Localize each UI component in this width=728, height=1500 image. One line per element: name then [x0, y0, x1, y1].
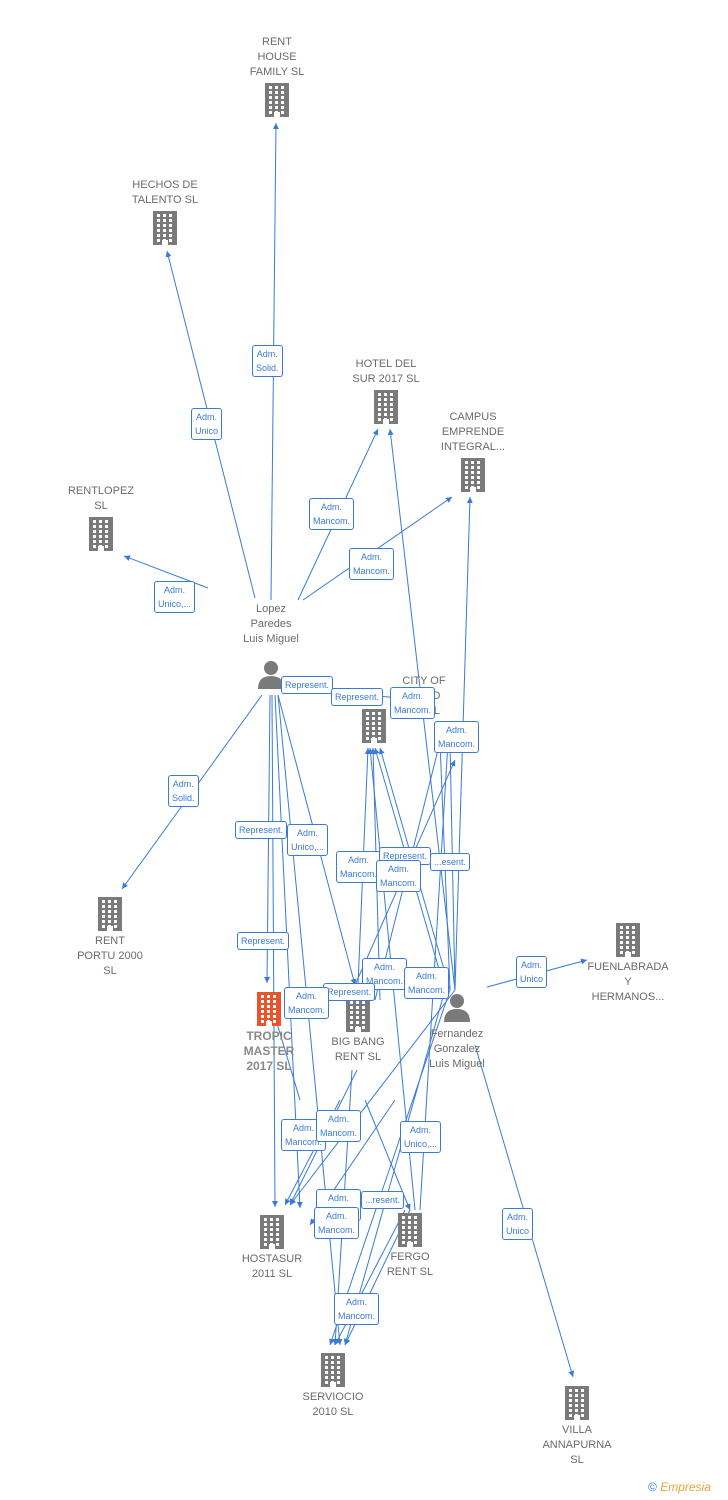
building-icon[interactable] [359, 709, 389, 748]
edge-role-label[interactable]: Represent. [235, 821, 288, 839]
person-icon[interactable] [257, 659, 285, 694]
brand-name: Empresia [660, 1480, 711, 1494]
edge-role-label[interactable]: ...esent. [430, 853, 471, 871]
edge-role-label[interactable]: Adm. Unico [191, 408, 223, 440]
edge-role-label[interactable]: ...resent. [361, 1191, 405, 1209]
company-label[interactable]: HOTEL DEL SUR 2017 SL [352, 358, 420, 385]
building-icon[interactable] [86, 517, 116, 556]
edge-role-label[interactable]: Adm. Solid. [252, 345, 283, 377]
building-icon[interactable] [458, 458, 488, 497]
company-label[interactable]: RENT HOUSE FAMILY SL [249, 36, 305, 78]
building-icon[interactable] [371, 390, 401, 429]
building-icon[interactable] [254, 992, 284, 1031]
company-label[interactable]: CAMPUS EMPRENDE INTEGRAL... [440, 411, 506, 453]
person-icon[interactable] [443, 992, 471, 1027]
relationship-edge [277, 694, 343, 1346]
edge-role-label[interactable]: Represent. [281, 676, 334, 694]
edge-role-label[interactable]: Adm. Mancom. [349, 548, 395, 580]
edge-role-label[interactable]: Adm. Unico,... [287, 824, 329, 856]
edge-role-label[interactable]: Adm. Mancom. [309, 498, 355, 530]
edge-role-label[interactable]: Adm. Mancom. [336, 851, 382, 883]
edge-role-label[interactable]: Adm. Mancom. [434, 721, 480, 753]
edge-role-label[interactable]: Adm. Unico [516, 956, 548, 988]
company-label[interactable]: HECHOS DE TALENTO SL [131, 179, 199, 206]
building-icon[interactable] [95, 897, 125, 936]
building-icon[interactable] [262, 83, 292, 122]
copyright-symbol: © [648, 1480, 657, 1494]
company-label[interactable]: RENTLOPEZ SL [67, 485, 134, 512]
edge-role-label[interactable]: Adm. Solid. [168, 775, 199, 807]
building-icon[interactable] [257, 1215, 287, 1254]
relationship-edge [271, 694, 278, 1208]
company-label[interactable]: VILLA ANNAPURNA SL [542, 1424, 612, 1466]
edge-role-label[interactable]: Represent. [331, 688, 384, 706]
company-label[interactable]: BIG BANG RENT SL [331, 1036, 385, 1063]
relationship-edge [289, 989, 456, 1206]
edge-role-label[interactable]: Represent. [323, 983, 376, 1001]
building-icon[interactable] [150, 211, 180, 250]
edge-role-label[interactable]: Adm. Mancom. [284, 987, 330, 1019]
company-label[interactable]: HOSTASUR 2011 SL [241, 1253, 303, 1280]
building-icon[interactable] [613, 923, 643, 962]
copyright-notice: © Empresia [648, 1480, 711, 1494]
edge-role-label[interactable]: Represent. [237, 932, 290, 950]
edge-role-label[interactable]: Adm. Mancom. [390, 687, 436, 719]
company-label[interactable]: TROPIC MASTER 2017 SL [243, 1029, 295, 1073]
person-label[interactable]: Lopez Paredes Luis Miguel [243, 603, 299, 645]
edge-role-label[interactable]: Adm. Mancom. [404, 967, 450, 999]
building-icon[interactable] [562, 1386, 592, 1425]
edge-role-label[interactable]: Adm. Mancom. [376, 860, 422, 892]
building-icon[interactable] [395, 1213, 425, 1252]
edge-role-label[interactable]: Adm. Mancom. [334, 1293, 380, 1325]
edge-role-label[interactable]: Adm. Unico [502, 1208, 534, 1240]
building-icon[interactable] [343, 998, 373, 1037]
company-label[interactable]: RENT PORTU 2000 SL [77, 935, 143, 977]
edge-role-label[interactable]: Adm. Mancom. [314, 1207, 360, 1239]
relationship-edge [343, 989, 446, 1346]
company-label[interactable]: FERGO RENT SL [386, 1251, 434, 1278]
edge-role-label[interactable]: Adm. Mancom. [316, 1110, 362, 1142]
company-label[interactable]: FUENLABRADA Y HERMANOS... [587, 961, 669, 1003]
edge-role-label[interactable]: Adm. Unico,... [400, 1121, 442, 1153]
edge-role-label[interactable]: Adm. Unico,... [154, 581, 196, 613]
building-icon[interactable] [318, 1353, 348, 1392]
company-label[interactable]: SERVIOCIO 2010 SL [302, 1391, 364, 1418]
person-label[interactable]: Fernandez Gonzalez Luis Miguel [429, 1028, 485, 1070]
